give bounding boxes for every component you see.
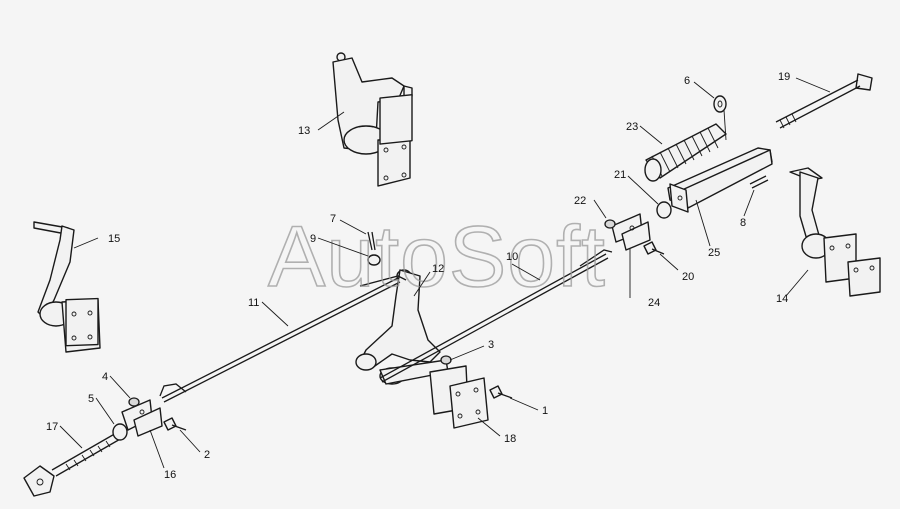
- part-18-plate: [449, 377, 489, 429]
- part-5-nut: [112, 423, 128, 441]
- part-7-split-pin: [367, 231, 376, 251]
- part-22-nut: [604, 219, 616, 229]
- callout-25: 25: [708, 247, 720, 259]
- part-16-clevis: [121, 399, 163, 437]
- callout-22: 22: [574, 195, 586, 207]
- callouts: 13 15 14 12 11 10 7 9 4 5 17 16 2 3 1 18…: [46, 71, 790, 481]
- part-17-threaded-rod: [23, 431, 123, 497]
- callout-3: 3: [488, 339, 494, 351]
- part-2-bolt: [163, 417, 187, 431]
- callout-5: 5: [88, 393, 94, 405]
- callout-19: 19: [778, 71, 790, 83]
- part-14-pedal-lever: [789, 167, 881, 297]
- part-20-bolt: [643, 241, 665, 255]
- callout-17: 17: [46, 421, 58, 433]
- part-6-washer: [713, 95, 727, 141]
- callout-18: 18: [504, 433, 516, 445]
- watermark-text: AutoSoft: [268, 209, 606, 305]
- part-10-rod: [379, 249, 613, 383]
- callout-7: 7: [330, 213, 336, 225]
- callout-11: 11: [248, 297, 259, 309]
- part-13-pedal-bracket: [332, 52, 413, 187]
- part-25-channel-bracket: [667, 147, 773, 213]
- part-24-clevis: [611, 213, 651, 251]
- callout-13: 13: [298, 125, 310, 137]
- callout-23: 23: [626, 121, 638, 133]
- part-19-long-bolt: [775, 73, 873, 129]
- callout-12: 12: [432, 263, 444, 275]
- callout-1: 1: [542, 405, 548, 417]
- part-11-rod: [159, 275, 407, 403]
- part-15-pedal-lever: [33, 221, 101, 353]
- callout-15: 15: [108, 233, 120, 245]
- part-8-pin: [749, 175, 769, 189]
- callout-8: 8: [740, 217, 746, 229]
- callout-16: 16: [164, 469, 176, 481]
- part-4-nut: [128, 397, 140, 407]
- part-1-bolt: [489, 385, 513, 399]
- callout-2: 2: [204, 449, 210, 461]
- callout-14: 14: [776, 293, 788, 305]
- callout-20: 20: [682, 271, 694, 283]
- part-21-nut: [656, 201, 672, 219]
- callout-4: 4: [102, 371, 108, 383]
- leader-lines: [59, 77, 831, 469]
- part-9-washer: [367, 254, 381, 266]
- callout-6: 6: [684, 75, 690, 87]
- callout-21: 21: [614, 169, 626, 181]
- part-3-nut: [440, 355, 452, 365]
- callout-10: 10: [506, 251, 518, 263]
- callout-9: 9: [310, 233, 316, 245]
- callout-24: 24: [648, 297, 660, 309]
